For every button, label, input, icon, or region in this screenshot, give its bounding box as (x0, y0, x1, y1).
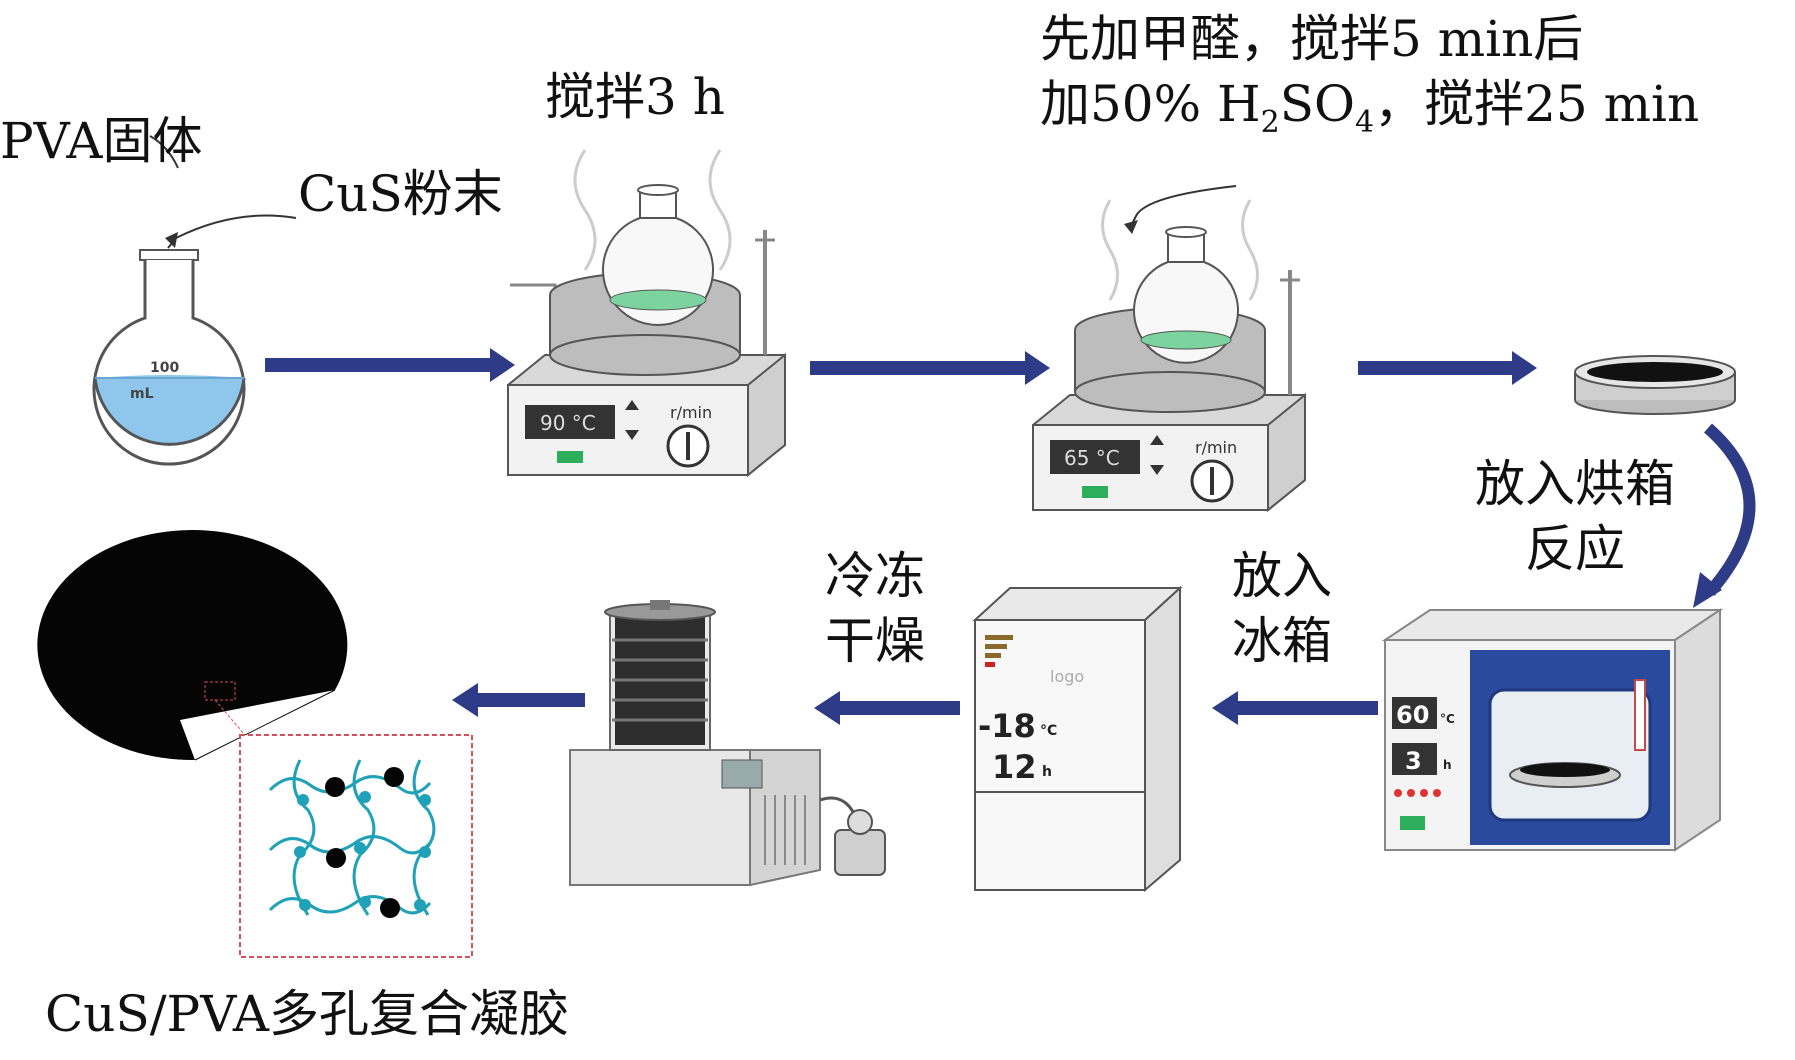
flask-liquid (95, 375, 244, 445)
label-stir-3h: 搅拌3 h (545, 68, 725, 126)
svg-text:h: h (1443, 758, 1452, 772)
svg-text:60: 60 (1396, 701, 1429, 729)
magnetic-stirrer-2: 65 °C r/min (1032, 185, 1306, 513)
label-product: CuS/PVA多孔复合凝胶 (45, 985, 570, 1043)
petri-dish (1574, 355, 1736, 415)
label-formaldehyde-step: 先加甲醛，搅拌5 min后 (1040, 10, 1584, 68)
svg-text:logo: logo (1050, 667, 1084, 686)
svg-text:65 °C: 65 °C (1064, 446, 1120, 470)
stirrer1-power-led (557, 451, 583, 463)
freezer: logo -18 °C 12 h (972, 585, 1183, 893)
oven-temp-display (1392, 697, 1437, 729)
label-oven-line1: 放入烘箱 (1475, 455, 1675, 513)
stirrer1-temp-display (525, 405, 615, 439)
freeze-dryer (569, 600, 886, 887)
label-cus-powder: CuS粉末 (298, 165, 503, 223)
polymer-network-inset (239, 734, 473, 958)
label-pva-solid: PVA固体 (0, 112, 203, 170)
pva-pointer-line (149, 135, 179, 169)
label-freeze-line1: 冷冻 (825, 547, 925, 605)
svg-text:-18: -18 (978, 707, 1036, 745)
label-fridge-line1: 放入 (1232, 547, 1332, 605)
gel-product (37, 530, 348, 761)
svg-text:r/min: r/min (1195, 438, 1237, 457)
svg-text:°C: °C (1440, 712, 1455, 726)
svg-text:12: 12 (992, 748, 1037, 786)
round-bottom-flask: 100 mL (92, 135, 297, 466)
magnetic-stirrer-1: 90 °C r/min (507, 149, 786, 478)
oven-time-display (1392, 743, 1437, 775)
stirrer2-power-led (1082, 486, 1108, 498)
label-fridge-line2: 冰箱 (1232, 612, 1332, 670)
svg-text:r/min: r/min (670, 403, 712, 422)
label-oven-line2: 反应 (1525, 520, 1625, 578)
flask-volume-unit: mL (130, 386, 154, 402)
drying-oven: 60 °C 3 h (1381, 608, 1724, 852)
arrow-dish-to-oven (1704, 423, 1756, 596)
acid-pointer-line (1129, 185, 1237, 229)
svg-text:°C: °C (1040, 723, 1057, 739)
label-freeze-line2: 干燥 (825, 612, 925, 670)
flask-volume-number: 100 (150, 360, 179, 376)
svg-text:3: 3 (1405, 747, 1422, 775)
label-acid-step: 加50% H2SO4，搅拌25 min (1040, 75, 1700, 140)
stirrer2-temp-display (1050, 440, 1140, 474)
svg-text:90 °C: 90 °C (540, 411, 596, 435)
svg-text:h: h (1042, 764, 1052, 780)
cus-pointer-line (167, 214, 297, 249)
